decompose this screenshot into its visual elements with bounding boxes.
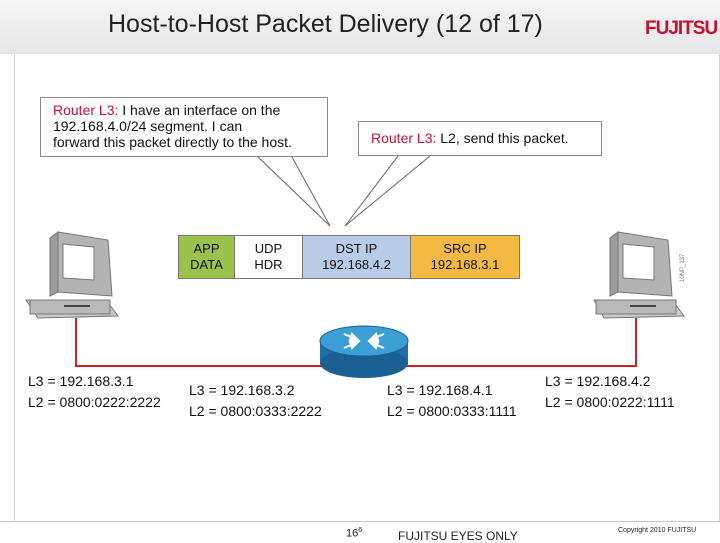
callout-pointer-2 bbox=[344, 155, 431, 227]
packet-udp-header: UDP HDR bbox=[235, 236, 303, 278]
packet-value: 192.168.4.2 bbox=[322, 257, 391, 272]
link-host-a-to-router bbox=[75, 318, 336, 367]
callout-speaker: Router L3: bbox=[53, 102, 119, 118]
host-a-computer-icon bbox=[25, 231, 119, 319]
footer-classification: FUJITSU EYES ONLY bbox=[398, 529, 518, 543]
host-b-addresses: L3 = 192.168.4.2 L2 = 0800:0222:1111 bbox=[545, 371, 675, 413]
router-left-addresses: L3 = 192.168.3.2 L2 = 0800:0333:2222 bbox=[189, 380, 322, 422]
packet-label: DST IP bbox=[335, 241, 378, 256]
footer-divider bbox=[0, 521, 720, 522]
router-interface-callout: Router L3: I have an interface on the 19… bbox=[40, 97, 328, 157]
router-right-addresses: L3 = 192.168.4.1 L2 = 0800:0333:1111 bbox=[387, 380, 517, 422]
callout-text: forward this packet directly to the host… bbox=[53, 134, 292, 150]
page-number-text: 16 bbox=[346, 527, 359, 540]
l2-address: L2 = 0800:0333:2222 bbox=[189, 403, 322, 419]
l3-address: L3 = 192.168.3.2 bbox=[189, 382, 295, 398]
l2-address: L2 = 0800:0222:1111 bbox=[545, 394, 675, 410]
callout-pointer-1 bbox=[257, 156, 331, 227]
callout-speaker: Router L3: bbox=[371, 130, 437, 146]
packet-label: UDP bbox=[254, 241, 283, 256]
callout-text: I have an interface on the bbox=[118, 102, 281, 118]
l2-address: L2 = 0800:0222:2222 bbox=[28, 394, 161, 410]
packet-app-data: APP DATA bbox=[179, 236, 235, 278]
page-number-sup: 6 bbox=[358, 527, 363, 534]
header-band bbox=[0, 0, 720, 54]
host-a-addresses: L3 = 192.168.3.1 L2 = 0800:0222:2222 bbox=[28, 371, 161, 413]
packet-label: APP bbox=[193, 241, 220, 256]
callout-text: L2, send this packet. bbox=[436, 130, 569, 146]
slide-title: Host-to-Host Packet Delivery (12 of 17) bbox=[108, 10, 543, 38]
packet-label: SRC IP bbox=[443, 241, 487, 256]
packet-diagram: APP DATA UDP HDR DST IP 192.168.4.2 SRC … bbox=[178, 235, 520, 279]
host-b-computer-icon bbox=[593, 231, 685, 319]
packet-label: DATA bbox=[190, 257, 223, 272]
l3-address: L3 = 192.168.4.2 bbox=[545, 373, 651, 389]
l2-address: L2 = 0800:0333:1111 bbox=[387, 403, 517, 419]
callout-text: 192.168.4.0/24 segment. I can bbox=[53, 118, 243, 134]
packet-src-ip: SRC IP 192.168.3.1 bbox=[411, 236, 519, 278]
link-router-to-host-b bbox=[392, 318, 637, 367]
copyright: Copyright 2010 FUJITSU bbox=[618, 527, 697, 534]
figure-code: 10NP_137 bbox=[680, 253, 686, 282]
page-number: 166 bbox=[346, 527, 362, 540]
router-icon bbox=[319, 325, 409, 378]
packet-label: HDR bbox=[254, 257, 283, 272]
fujitsu-logo: FUJITSU bbox=[645, 18, 718, 39]
packet-dst-ip: DST IP 192.168.4.2 bbox=[303, 236, 411, 278]
l3-address: L3 = 192.168.3.1 bbox=[28, 373, 134, 389]
router-l2-callout: Router L3: L2, send this packet. bbox=[358, 121, 602, 156]
packet-value: 192.168.3.1 bbox=[430, 257, 500, 272]
l3-address: L3 = 192.168.4.1 bbox=[387, 382, 493, 398]
